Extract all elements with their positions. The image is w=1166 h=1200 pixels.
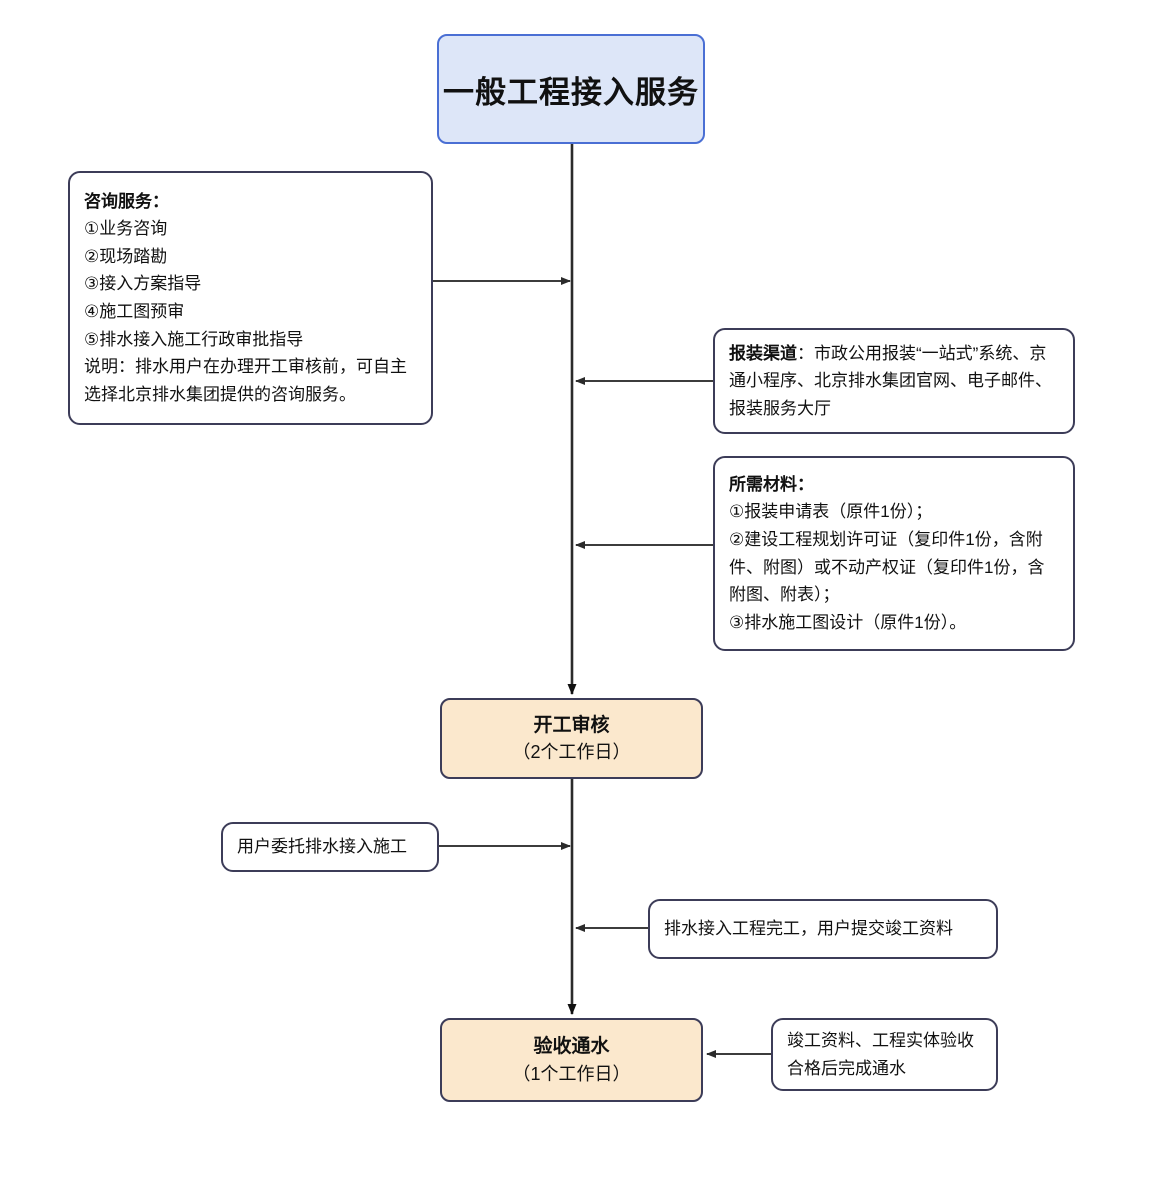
materials-item-1: ①报装申请表（原件1份）；: [729, 502, 933, 522]
consult-note: 说明：排水用户在办理开工审核前，可自主选择北京排水集团提供的咨询服务。: [84, 357, 407, 404]
node-start-work-review: 开工审核 （2个工作日）: [440, 698, 703, 779]
node-application-channels: 报装渠道：市政公用报装“一站式”系统、京通小程序、北京排水集团官网、电子邮件、报…: [713, 328, 1075, 434]
consult-item-2: ②现场踏勘: [84, 246, 168, 266]
complete-label: 排水接入工程完工，用户提交竣工资料: [664, 918, 953, 938]
consult-item-3: ③接入方案指导: [84, 274, 202, 294]
channels-text: 报装渠道：市政公用报装“一站式”系统、京通小程序、北京排水集团官网、电子邮件、报…: [729, 340, 1059, 423]
review-duration: （2个工作日）: [512, 742, 631, 763]
materials-heading: 所需材料：: [729, 474, 814, 494]
node-title-general-engineering-access-service: 一般工程接入服务: [437, 34, 705, 144]
consult-item-5: ⑤排水接入施工行政审批指导: [84, 329, 304, 349]
materials-item-3: ③排水施工图设计（原件1份）。: [729, 612, 967, 632]
accept-title: 验收通水: [533, 1036, 610, 1058]
node-construction-complete-submit-documents: 排水接入工程完工，用户提交竣工资料: [648, 899, 998, 959]
entrust-label: 用户委托排水接入施工: [237, 836, 407, 856]
node-acceptance-note: 竣工资料、工程实体验收 合格后完成通水: [771, 1018, 998, 1091]
materials-item-2: ②建设工程规划许可证（复印件1份，含附件、附图）或不动产权证（复印件1份，含附图…: [729, 529, 1045, 605]
accept-note-line-2: 合格后完成通水: [787, 1058, 906, 1078]
node-acceptance-water-connection: 验收通水 （1个工作日）: [440, 1018, 703, 1102]
node-user-entrust-construction: 用户委托排水接入施工: [221, 822, 439, 872]
channels-body: ：市政公用报装“一站式”系统、京通小程序、北京排水集团官网、电子邮件、报装服务大…: [729, 343, 1052, 418]
node-title-label: 一般工程接入服务: [443, 74, 699, 110]
consult-item-1: ①业务咨询: [84, 219, 168, 239]
accept-duration: （1个工作日）: [512, 1063, 631, 1084]
node-consultation-services: 咨询服务： ①业务咨询 ②现场踏勘 ③接入方案指导 ④施工图预审 ⑤排水接入施工…: [68, 171, 433, 425]
node-required-materials: 所需材料： ①报装申请表（原件1份）； ②建设工程规划许可证（复印件1份，含附件…: [713, 456, 1075, 651]
consult-heading: 咨询服务：: [84, 191, 169, 211]
accept-note-line-1: 竣工资料、工程实体验收: [787, 1030, 974, 1050]
channels-heading: 报装渠道: [729, 343, 797, 363]
review-title: 开工审核: [533, 714, 610, 736]
consult-item-4: ④施工图预审: [84, 302, 185, 321]
